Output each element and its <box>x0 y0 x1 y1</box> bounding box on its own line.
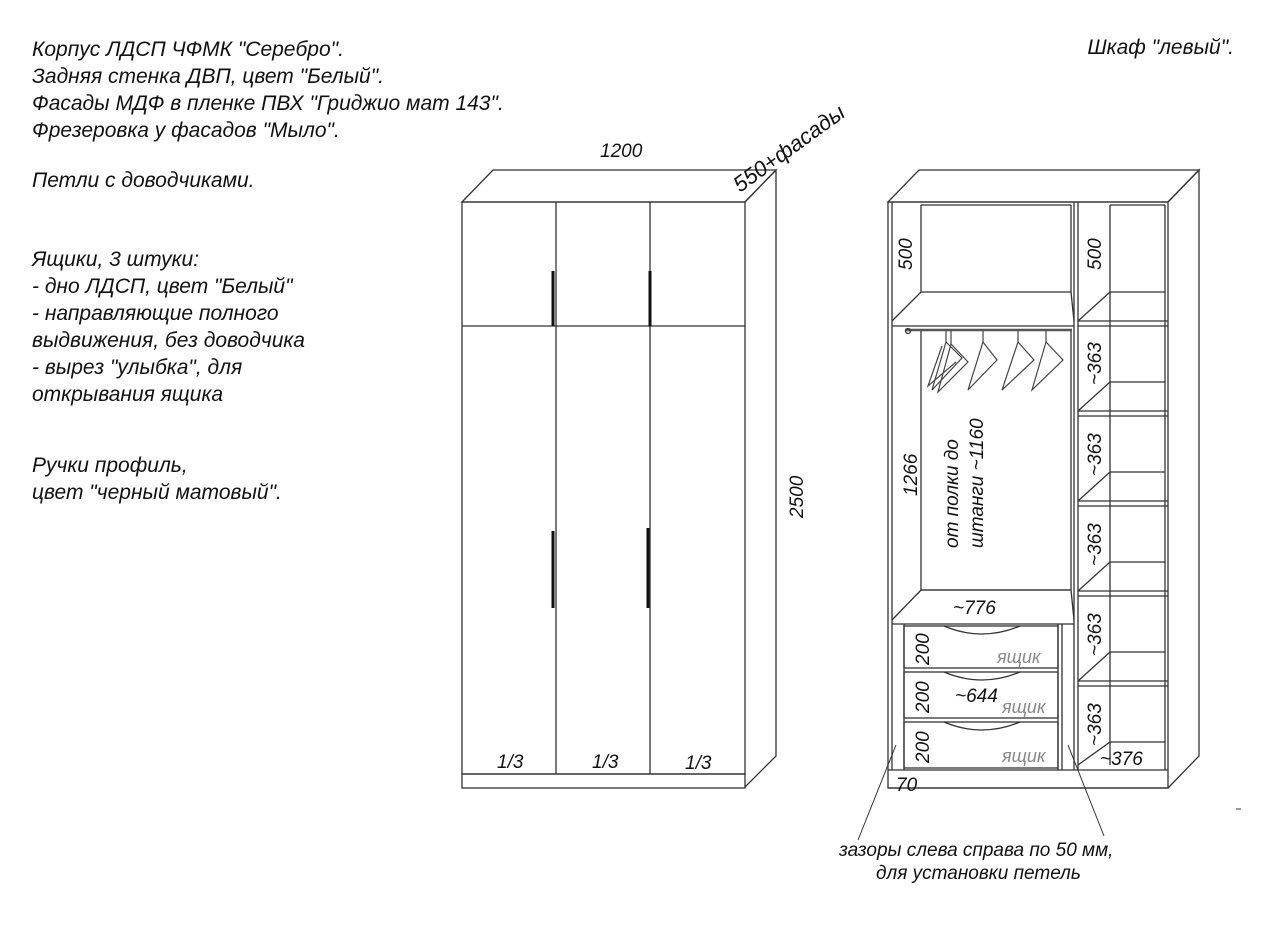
smile-cutout <box>943 625 1021 635</box>
shelf-height-label: ~363 <box>1085 703 1106 746</box>
spec-handles: Ручки профиль, цвет "черный матовый". <box>32 452 282 506</box>
front-side-face <box>744 168 777 788</box>
width-label: 1200 <box>600 141 643 162</box>
spec-line: - дно ЛДСП, цвет "Белый" <box>32 275 293 298</box>
plinth-label: 70 <box>896 775 918 796</box>
right-shelves <box>1077 291 1168 766</box>
drawer-block <box>903 624 1063 770</box>
spec-drawers: Ящики, 3 штуки: - дно ЛДСП, цвет "Белый"… <box>32 246 305 408</box>
depth-label: 550+фасады <box>728 99 849 197</box>
drawer-width-label: ~644 <box>955 686 998 707</box>
shelf-height-label: ~363 <box>1085 342 1106 385</box>
height-label: 2500 <box>787 475 808 519</box>
hanger-icon <box>1030 331 1064 393</box>
spec-line: Петли с доводчиками. <box>32 169 255 192</box>
door-fraction-label: 1/3 <box>592 752 619 773</box>
shelf-height-label: ~363 <box>1085 433 1106 476</box>
drawer <box>903 671 1059 719</box>
spec-line: Ящики, 3 штуки: <box>32 248 200 271</box>
rail-note-line: штанги ~1160 <box>967 418 988 548</box>
front-plinth <box>461 773 746 789</box>
spec-line: - вырез "улыбка", для <box>32 356 243 379</box>
top-right-height: 500 <box>1085 238 1106 270</box>
drawer-label: ящик <box>1001 697 1047 717</box>
hanging-height: 1266 <box>901 453 922 496</box>
top-shelf <box>891 291 1075 322</box>
drawer <box>903 721 1059 769</box>
right-width-label: ~376 <box>1100 749 1143 770</box>
door-fraction-label: 1/3 <box>497 752 524 773</box>
hanger-icon <box>926 331 963 391</box>
front-top-face <box>460 169 778 203</box>
interior-view <box>886 168 1201 789</box>
spec-line: Фрезеровка у фасадов "Мыло". <box>32 119 340 142</box>
spec-line: выдвижения, без доводчика <box>32 329 305 352</box>
spec-line: - направляющие полного <box>32 302 279 325</box>
hangers <box>926 331 1064 395</box>
shelf-height-label: ~363 <box>1085 613 1106 656</box>
spec-materials: Корпус ЛДСП ЧФМК "Серебро". Задняя стенк… <box>32 36 504 144</box>
drawer-height-label: 200 <box>913 681 934 714</box>
spec-line: Ручки профиль, <box>32 454 188 477</box>
interior-top-face <box>886 169 1201 203</box>
drawer-height-label: 200 <box>913 633 934 666</box>
front-frame <box>461 201 746 775</box>
lower-shelf <box>891 589 1075 621</box>
front-view <box>460 168 778 789</box>
hanging-rail <box>904 327 1072 335</box>
gap-note-line: зазоры слева справа по 50 мм, <box>838 840 1113 861</box>
smile-cutout <box>943 721 1021 731</box>
wardrobe-title: Шкаф "левый". <box>1087 36 1234 59</box>
gap-note-line: для установки петель <box>876 863 1081 884</box>
rail-note-line: от полки до <box>942 439 963 548</box>
hanger-icon <box>967 331 998 391</box>
top-left-height: 500 <box>896 238 917 270</box>
spec-hinges: Петли с доводчиками. <box>32 167 255 194</box>
door-handles <box>551 271 652 608</box>
drawer <box>903 625 1059 669</box>
hanger-icon <box>936 331 969 395</box>
spec-line: открывания ящика <box>32 383 224 406</box>
interior-side-face <box>1167 168 1200 789</box>
left-width-label: ~776 <box>953 598 996 619</box>
gap-leaders <box>857 744 1105 841</box>
spec-line: цвет "черный матовый". <box>32 481 282 504</box>
drawer-label: ящик <box>996 647 1042 667</box>
drawer-label: ящик <box>1001 746 1047 766</box>
shelf-height-label: ~363 <box>1085 523 1106 566</box>
smile-cutout <box>943 671 1021 681</box>
hanger-icon <box>1001 331 1035 391</box>
spec-line: Корпус ЛДСП ЧФМК "Серебро". <box>32 38 344 61</box>
door-fraction-label: 1/3 <box>685 753 712 774</box>
spec-line: Фасады МДФ в пленке ПВХ "Гриджио мат 143… <box>32 92 504 115</box>
drawer-height-label: 200 <box>913 731 934 764</box>
spec-line: Задняя стенка ДВП, цвет "Белый". <box>32 65 384 88</box>
